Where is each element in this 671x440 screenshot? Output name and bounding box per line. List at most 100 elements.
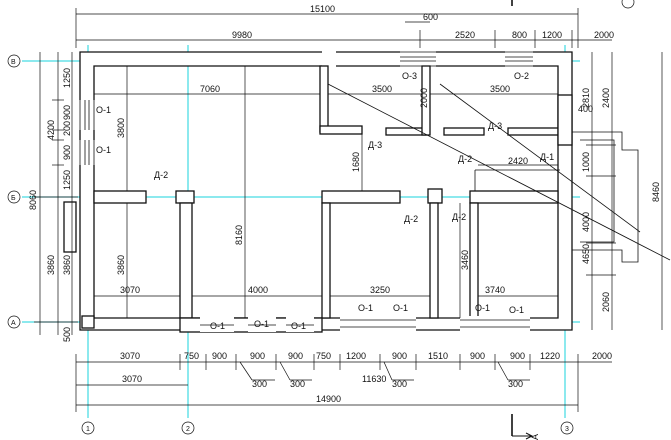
dim-1000: 1000: [581, 152, 591, 172]
label-o1-bottom-4: О-1: [358, 303, 373, 313]
dim-15100: 15100: [310, 4, 335, 14]
dim-500: 500: [62, 327, 72, 342]
label-o1-left-1: О-1: [96, 105, 111, 115]
dim-2000-top: 2000: [594, 30, 614, 40]
label-d1: Д-1: [540, 152, 554, 162]
window-opening-o2: [505, 50, 533, 68]
axis-bubble-3: [560, 421, 574, 435]
axis-label-b: Б: [11, 195, 16, 202]
label-o2: О-2: [514, 71, 529, 81]
label-o1-bottom-3: О-1: [291, 321, 306, 331]
right-dimensions: 1000 4000 4650 2060 2400 8460: [581, 52, 663, 330]
dim-4000-right: 4000: [581, 212, 591, 232]
dim-3460: 3460: [460, 250, 470, 270]
label-d2-d: Д-2: [452, 212, 466, 222]
dim-7060: 7060: [200, 84, 220, 94]
dim-2810: 2810: [581, 88, 591, 108]
dim-900-b: 900: [62, 145, 72, 160]
dim-b-300-c: 300: [392, 379, 407, 389]
dim-2420: 2420: [508, 156, 528, 166]
label-d2-c: Д-2: [404, 214, 418, 224]
dim-900-a: 900: [62, 105, 72, 120]
left-bay: [63, 201, 77, 253]
axis-label-1: 1: [86, 426, 90, 433]
dim-b-1200: 1200: [346, 351, 366, 361]
dim-1680: 1680: [351, 152, 361, 172]
dim-2400: 2400: [601, 88, 611, 108]
dim-b-1510: 1510: [428, 351, 448, 361]
axis-bubble-2: [181, 421, 195, 435]
dim-2520: 2520: [455, 30, 475, 40]
dim-8160: 8160: [234, 225, 244, 245]
dim-3860-inner: 3860: [116, 255, 126, 275]
label-o1-bottom-7: О-1: [509, 305, 524, 315]
label-o1-bottom-2: О-1: [254, 319, 269, 329]
dim-8060: 8060: [28, 190, 38, 210]
walls: [63, 50, 639, 333]
axis-label-a: А: [11, 320, 16, 327]
bottom-dimensions: 3070 750 900 900 900 750 1200 900 1510 9…: [75, 351, 612, 412]
dim-b-1220: 1220: [540, 351, 560, 361]
dim-3860-left: 3860: [62, 255, 72, 275]
label-o1-bottom-1: О-1: [210, 321, 225, 331]
dim-4000-inner: 4000: [248, 285, 268, 295]
dim-8460: 8460: [651, 182, 661, 202]
dim-b-3070: 3070: [120, 351, 140, 361]
dim-3250: 3250: [370, 285, 390, 295]
dim-2060: 2060: [601, 292, 611, 312]
dim-9980: 9980: [232, 30, 252, 40]
dim-b-300-d: 300: [508, 379, 523, 389]
east-window-wall: [557, 94, 573, 146]
dim-800: 800: [512, 30, 527, 40]
dim-3740: 3740: [485, 285, 505, 295]
dim-400: 400: [578, 104, 593, 114]
dim-1250-a: 1250: [62, 68, 72, 88]
left-dimensions: 1250 900 200 900 1250 4200 8060 3860 386…: [28, 52, 78, 342]
opening-labels: О-1 О-1 О-3 О-2 Д-3 Д-3 Д-2 Д-2 Д-2 Д-2 …: [96, 71, 554, 331]
dim-b-750-a: 750: [184, 351, 199, 361]
dim-600: 600: [423, 12, 438, 22]
axis-bubble-a: [7, 315, 21, 329]
window-opening-left-1: [78, 100, 96, 130]
dim-2000-inner: 2000: [419, 88, 429, 108]
label-d2-b: Д-2: [458, 154, 472, 164]
dim-1200: 1200: [542, 30, 562, 40]
axis-bubble-1: [81, 421, 95, 435]
dim-b-2000: 2000: [592, 351, 612, 361]
axis-bubble-b: [7, 190, 21, 204]
section-mark-label: А: [530, 434, 540, 440]
axis-bubble-top-right: [621, 0, 635, 9]
axis-label-3: 3: [565, 426, 569, 433]
axis-label-v: В: [11, 59, 16, 66]
window-opening-o3: [400, 50, 436, 68]
dim-b-300-b: 300: [290, 379, 305, 389]
axis-label-2: 2: [186, 426, 190, 433]
dim-200: 200: [62, 121, 72, 136]
dim-b-14900: 14900: [316, 394, 341, 404]
label-o1-bottom-5: О-1: [393, 303, 408, 313]
dim-b-900-a: 900: [212, 351, 227, 361]
dim-4200: 4200: [46, 120, 56, 140]
dim-b-300-a: 300: [252, 379, 267, 389]
label-d3-b: Д-3: [488, 121, 502, 131]
label-o3: О-3: [402, 71, 417, 81]
dim-3500-b: 3500: [490, 84, 510, 94]
label-d3-a: Д-3: [368, 140, 382, 150]
dim-b-750-b: 750: [316, 351, 331, 361]
dim-b-900-b: 900: [250, 351, 265, 361]
section-mark: А: [511, 0, 540, 440]
dim-b-11630: 11630: [362, 374, 386, 384]
interior-dimensions: 7060 3500 3500 2420 3070 4000 3250 3740 …: [94, 66, 593, 318]
dim-b-900-d: 900: [392, 351, 407, 361]
dim-b-900-e: 900: [470, 351, 485, 361]
dim-3070-inner: 3070: [120, 285, 140, 295]
label-d2-a: Д-2: [154, 170, 168, 180]
label-o1-bottom-6: О-1: [475, 303, 490, 313]
dim-3800: 3800: [116, 118, 126, 138]
dim-b-3070-second: 3070: [122, 374, 142, 384]
axis-bubble-v: [7, 54, 21, 68]
dim-4650: 4650: [581, 244, 591, 264]
dim-b-900-c: 900: [288, 351, 303, 361]
axis-bubbles: В Б А 1 2 3: [7, 0, 635, 435]
